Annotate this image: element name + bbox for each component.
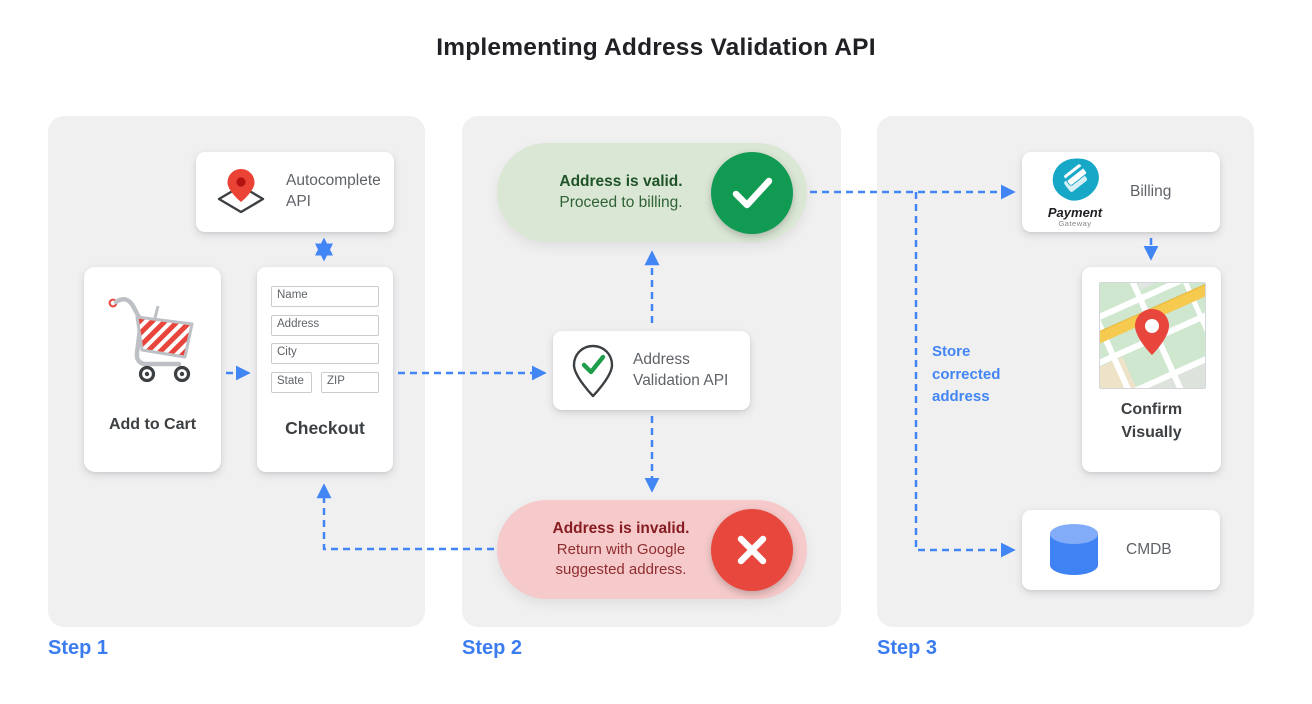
add-to-cart-label: Add to Cart bbox=[108, 416, 197, 434]
address-invalid-pill: Address is invalid. Return with Google s… bbox=[497, 500, 807, 599]
map-pin-diamond-icon bbox=[217, 169, 265, 214]
payment-logo-subtitle: Gateway bbox=[1058, 219, 1092, 229]
payment-gateway-logo: Payment Gateway bbox=[1040, 156, 1110, 228]
map-with-pin-icon bbox=[1099, 282, 1206, 389]
pin-checkmark-icon bbox=[572, 344, 614, 397]
page-title: Implementing Address Validation API bbox=[436, 34, 876, 61]
cmdb-card: CMDB bbox=[1022, 510, 1220, 590]
confirm-visually-label: Confirm Visually bbox=[1120, 401, 1183, 441]
add-to-cart-card: Add to Cart bbox=[84, 267, 221, 472]
confirm-visually-card: Confirm Visually bbox=[1082, 267, 1221, 472]
payment-logo-title: Payment bbox=[1047, 205, 1103, 221]
address-valid-pill: Address is valid. Proceed to billing. bbox=[497, 143, 807, 242]
step3-label: Step 3 bbox=[877, 637, 938, 659]
state-field: State bbox=[271, 371, 312, 393]
name-field: Name bbox=[271, 286, 379, 307]
checkout-card: Name Address City State ZIP Checkout bbox=[257, 267, 393, 472]
address-validation-api-card: Address Validation API bbox=[553, 331, 750, 410]
billing-label: Billing bbox=[1130, 182, 1172, 200]
address-field: Address bbox=[271, 314, 379, 336]
autocomplete-api-label: Autocomplete API bbox=[286, 172, 381, 210]
checkmark-circle-icon bbox=[711, 151, 793, 234]
address-validation-api-label: Address Validation API bbox=[633, 350, 729, 389]
autocomplete-api-card: Autocomplete API bbox=[196, 152, 394, 232]
step2-label: Step 2 bbox=[462, 637, 523, 659]
store-corrected-address-note: Store corrected address bbox=[932, 343, 1001, 405]
x-circle-icon bbox=[711, 508, 793, 591]
invalid-subtitle: Return with Google suggested address. bbox=[555, 540, 687, 578]
zip-field: ZIP bbox=[321, 371, 379, 393]
shopping-cart-icon bbox=[84, 287, 221, 392]
step1-label: Step 1 bbox=[48, 637, 109, 659]
checkout-label: Checkout bbox=[285, 417, 365, 438]
database-cylinder-icon bbox=[1050, 524, 1098, 575]
invalid-title: Address is invalid. bbox=[552, 519, 690, 537]
valid-subtitle: Proceed to billing. bbox=[559, 193, 683, 211]
valid-title: Address is valid. bbox=[559, 172, 683, 190]
cmdb-label: CMDB bbox=[1126, 540, 1172, 558]
billing-card: Payment Gateway Billing bbox=[1022, 152, 1220, 232]
city-field: City bbox=[271, 343, 379, 364]
